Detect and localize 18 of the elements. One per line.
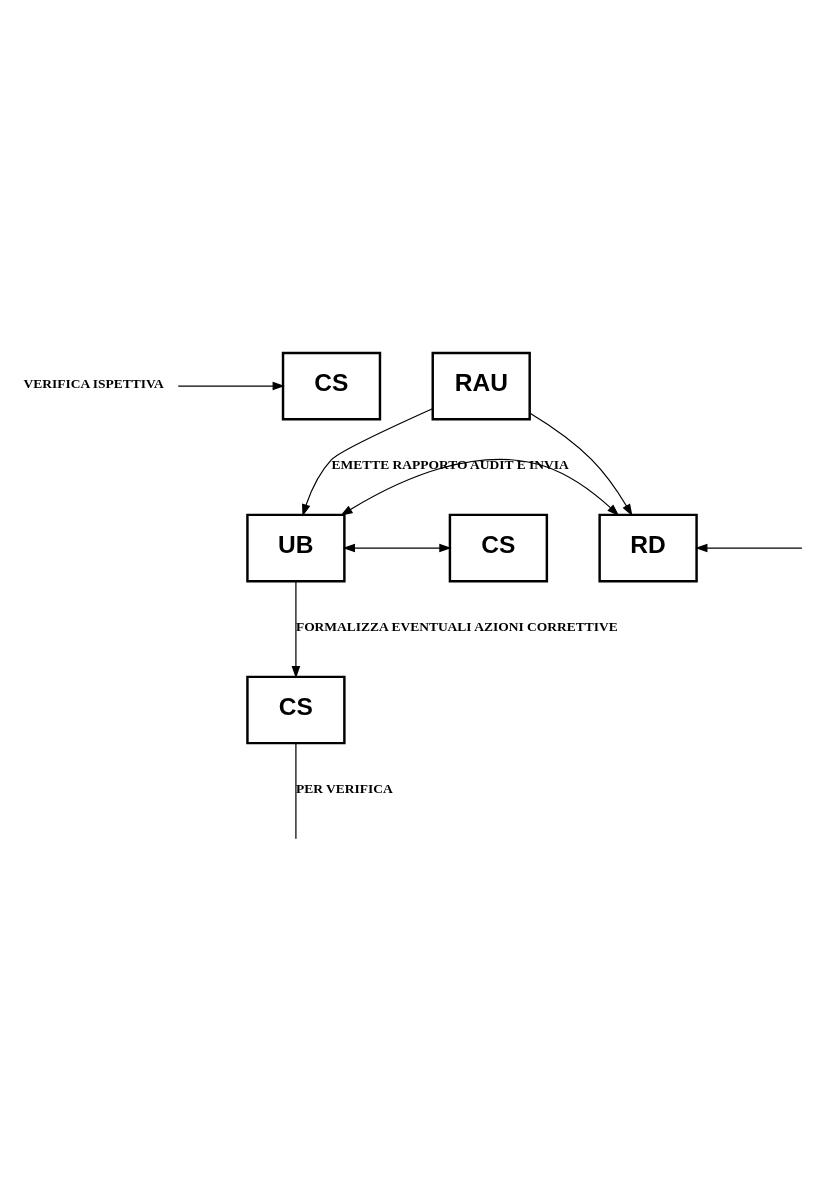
arrow xyxy=(177,381,285,390)
node-box: CS xyxy=(246,675,346,744)
node-box: CS xyxy=(281,351,382,420)
node-box: UB xyxy=(246,513,346,582)
node-text: VERIFICA ISPETTIVA xyxy=(23,375,164,391)
arrow xyxy=(695,543,803,552)
node-box: RD xyxy=(598,513,698,582)
edge-label: EMETTE RAPPORTO AUDIT E INVIA xyxy=(331,456,569,472)
node-box: RAU xyxy=(431,351,531,420)
arrow xyxy=(291,580,301,678)
edge-label: FORMALIZZA EVENTUALI AZIONI CORRETTIVE xyxy=(295,618,618,634)
edge-label: PER VERIFICA xyxy=(295,780,393,796)
connector xyxy=(295,742,297,839)
arrow xyxy=(340,458,620,516)
arrow xyxy=(302,407,434,516)
arrow xyxy=(529,412,633,516)
arrow xyxy=(342,543,452,552)
node-box: CS xyxy=(448,513,549,582)
